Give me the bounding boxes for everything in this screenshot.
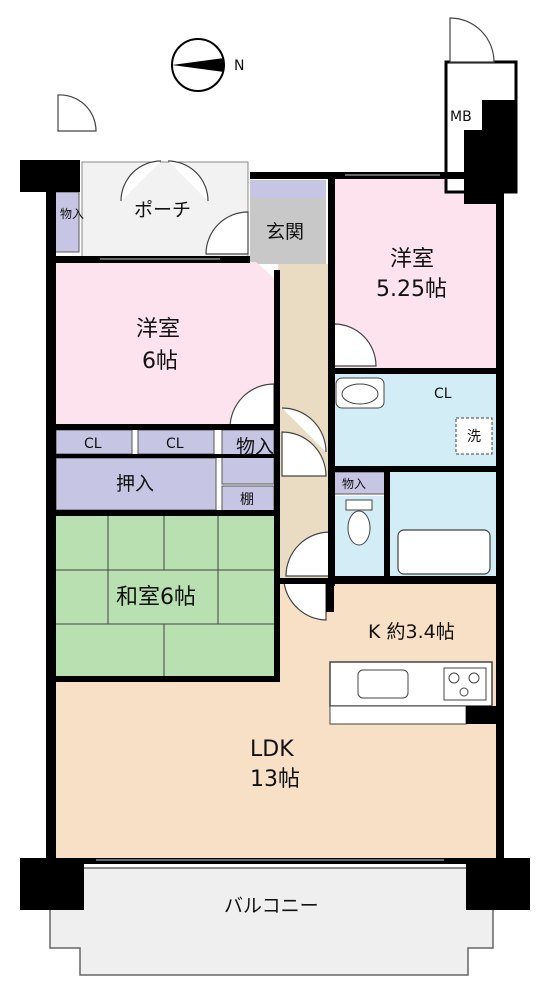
compass-icon <box>171 38 225 92</box>
stove <box>443 667 487 701</box>
toilet-tank <box>345 499 373 511</box>
western-room-1-name: 洋室 <box>390 247 434 272</box>
tatami-lines <box>56 516 274 678</box>
kitchen-sink <box>357 669 409 699</box>
entrance-storage-label: 物入 <box>60 207 84 221</box>
balcony-area <box>49 867 494 976</box>
cl-label-2: CL <box>166 436 184 452</box>
washbasin <box>335 377 385 409</box>
ldk-size: 13帖 <box>250 767 300 792</box>
storage-toilet-label: 物入 <box>342 477 366 491</box>
porch-label: ポーチ <box>134 199 191 221</box>
burner-3 <box>459 687 469 697</box>
ldk-name: LDK <box>250 737 294 762</box>
kitchen-counter-lower <box>329 705 467 725</box>
balcony-label: バルコニー <box>224 895 319 917</box>
mb-label: MB <box>450 109 472 125</box>
genkan-label: 玄関 <box>266 221 304 243</box>
western-room-2-area <box>56 262 274 426</box>
cl-label-1: CL <box>84 436 102 452</box>
genkan-area <box>250 196 326 264</box>
walls <box>20 130 530 910</box>
genkan-step <box>250 180 326 198</box>
cl-box-2 <box>137 429 215 455</box>
compass-label: N <box>234 58 244 74</box>
burner-2 <box>468 672 480 684</box>
washer-space <box>455 417 493 455</box>
cl-label-3: CL <box>434 386 452 402</box>
oshiire-box <box>55 457 217 511</box>
western-room-2-size: 6帖 <box>142 349 178 374</box>
western-room-2-name: 洋室 <box>136 317 180 342</box>
entrance-storage-box <box>54 191 80 253</box>
shelf-label: 棚 <box>240 492 254 508</box>
washitsu-label: 和室6帖 <box>116 585 196 610</box>
hall-storage-label: 物入 <box>236 436 274 458</box>
ldk-area <box>56 584 496 860</box>
kitchen-label: K 約3.4帖 <box>368 621 455 643</box>
windows <box>96 174 444 861</box>
toilet-bowl <box>347 510 371 546</box>
washer-label: 洗 <box>467 429 481 445</box>
washitsu-area <box>56 516 274 678</box>
bathtub <box>397 529 491 575</box>
door-swings <box>57 17 495 621</box>
washbasin-bowl <box>341 383 379 405</box>
oshiire-label: 押入 <box>116 473 154 495</box>
burner-1 <box>448 672 460 684</box>
western-room-1-size: 5.25帖 <box>376 277 447 302</box>
